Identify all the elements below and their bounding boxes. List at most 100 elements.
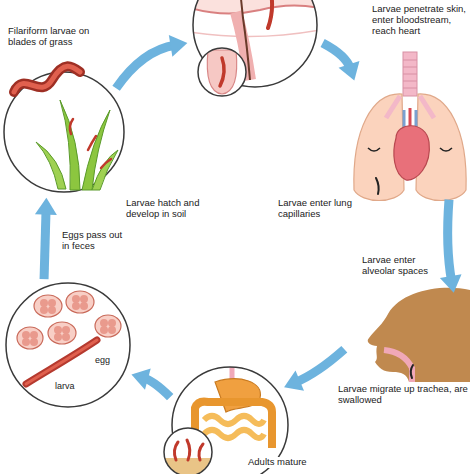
eggs-scene-part-part-part xyxy=(54,333,62,341)
head-figure: Larvae migrate up trachea, are swallowed xyxy=(350,288,470,382)
skin-scene-part xyxy=(198,48,246,96)
eggs-scene-part-part xyxy=(26,340,97,384)
skin-scene-part-part xyxy=(198,48,246,96)
eggs-scene-part-part-part xyxy=(72,302,80,310)
arrow-shaft xyxy=(116,45,175,88)
eggs-scene-part-part xyxy=(6,283,130,407)
skin-scene-part-part xyxy=(268,0,272,28)
head-silhouette-part xyxy=(384,350,412,382)
cycle-arrow xyxy=(284,349,344,391)
skin-scene-part-part xyxy=(190,30,320,37)
arrow-shaft xyxy=(295,349,344,382)
head-silhouette-part xyxy=(411,365,413,378)
eggs-scene-part-part-part xyxy=(17,327,43,349)
eggs-scene-part-part-part xyxy=(95,315,121,337)
grass-scene-part xyxy=(14,66,80,92)
lungs-heart-part xyxy=(368,148,452,151)
eggs-scene-part-part xyxy=(26,340,97,384)
grass-scene-part xyxy=(92,150,118,190)
stage-caption: Larvae migrate up trachea, are swallowed xyxy=(338,384,470,406)
head-silhouette-part xyxy=(368,288,470,382)
eggs-scene-part-part-part xyxy=(48,299,56,307)
intestine-circle: Adults mature xyxy=(172,367,288,474)
eggs-scene-part xyxy=(6,283,130,407)
stage-caption: Larvae hatch and develop in soil xyxy=(126,198,231,220)
lungs-heart-part xyxy=(403,52,417,96)
lungs-figure: Larvae enter lung capillariesLarvae ente… xyxy=(350,52,470,207)
eggs-scene-part-part xyxy=(22,295,116,346)
cycle-arrow xyxy=(440,200,462,293)
grass-scene-part xyxy=(4,72,124,192)
intestine-scene-part xyxy=(160,428,216,474)
stage-caption: Larvae enter lung capillaries xyxy=(278,198,354,220)
intestine-scene-part-part xyxy=(215,379,260,412)
eggs-scene-part-part-part xyxy=(34,295,62,317)
eggs-scene-part xyxy=(6,283,130,407)
arrow-head xyxy=(440,274,462,293)
stage-caption: Filariform larvae on blades of grass xyxy=(8,26,90,48)
lungs-heart-part xyxy=(376,178,379,194)
eggs-scene-part-part-part xyxy=(72,295,80,303)
stage-caption: Larvae penetrate skin, enter bloodstream… xyxy=(372,4,472,37)
part-label: larva xyxy=(55,382,75,392)
grass-scene-part xyxy=(70,119,73,134)
intestine-scene-part xyxy=(164,428,212,474)
eggs-scene-part-part-part xyxy=(62,333,70,341)
arrow-head xyxy=(284,370,304,390)
eggs-scene-part-part xyxy=(17,291,121,349)
arrow-head xyxy=(35,198,57,215)
lungs-heart-part xyxy=(403,60,417,88)
eggs-scene xyxy=(6,283,130,407)
stage-caption: Adults mature xyxy=(246,457,320,468)
eggs-scene-part-part-part xyxy=(108,319,116,327)
grass-scene-part xyxy=(101,159,111,168)
eggs-scene-part-part-part xyxy=(22,338,30,346)
eggs-scene-part-part-part xyxy=(100,326,108,334)
eggs-scene-part-part-part xyxy=(108,326,116,334)
grass-scene xyxy=(4,66,124,192)
skin-scene xyxy=(190,0,320,96)
eggs-scene-part-part-part xyxy=(30,331,38,339)
eggs-scene-part-part-part xyxy=(80,302,88,310)
grass-scene-part xyxy=(82,110,110,190)
eggs-scene-part-part-part xyxy=(40,299,48,307)
intestine-scene-part-part xyxy=(174,440,203,460)
skin-scene-part xyxy=(198,48,246,96)
cycle-arrow xyxy=(35,198,57,280)
eggs-scene-part-part-part xyxy=(80,295,88,303)
eggs-scene-part-part-part xyxy=(48,306,56,314)
skin-scene-part-part xyxy=(220,58,224,86)
arrow-shaft xyxy=(44,210,46,280)
grass-scene-part xyxy=(88,136,96,150)
eggs-scene-part-part-part xyxy=(100,319,108,327)
arrow-head xyxy=(169,35,188,57)
part-label: egg xyxy=(95,356,110,366)
cycle-arrow xyxy=(131,368,170,397)
head-silhouette xyxy=(368,288,470,382)
intestine-scene-part-part xyxy=(204,416,264,424)
grass-circle: Filariform larvae on blades of grassLarv… xyxy=(4,72,124,192)
eggs-scene-part-part-part xyxy=(40,306,48,314)
arrow-shaft xyxy=(448,200,452,282)
arrow-head xyxy=(339,61,360,81)
skin-scene-part-part xyxy=(207,50,236,94)
cycle-arrow xyxy=(323,43,360,80)
skin-scene-part-part xyxy=(190,0,320,14)
eggs-scene-part-part-part xyxy=(48,322,76,344)
grass-scene-part xyxy=(14,66,80,92)
cycle-arrow xyxy=(116,35,187,88)
stage-caption: Larvae enter alveolar spaces xyxy=(362,255,442,277)
eggs-scene-part-part-part xyxy=(62,326,70,334)
eggs-scene-part-part-part xyxy=(66,291,94,313)
lungs-heart-part xyxy=(394,126,429,180)
eggs-scene-part-part-part xyxy=(54,326,62,334)
arrow-head xyxy=(131,368,150,389)
stage-caption: Eggs pass out in feces xyxy=(62,230,132,252)
eggs-scene-part-part-part xyxy=(30,338,38,346)
eggs-scene-part-part-part xyxy=(22,331,30,339)
intestine-scene-part-part xyxy=(204,430,264,438)
grass-scene-part xyxy=(36,142,66,189)
lungs-heart xyxy=(354,52,466,201)
arrow-shaft xyxy=(323,43,351,69)
skin-circle: Larvae penetrate skin, enter bloodstream… xyxy=(193,0,317,87)
